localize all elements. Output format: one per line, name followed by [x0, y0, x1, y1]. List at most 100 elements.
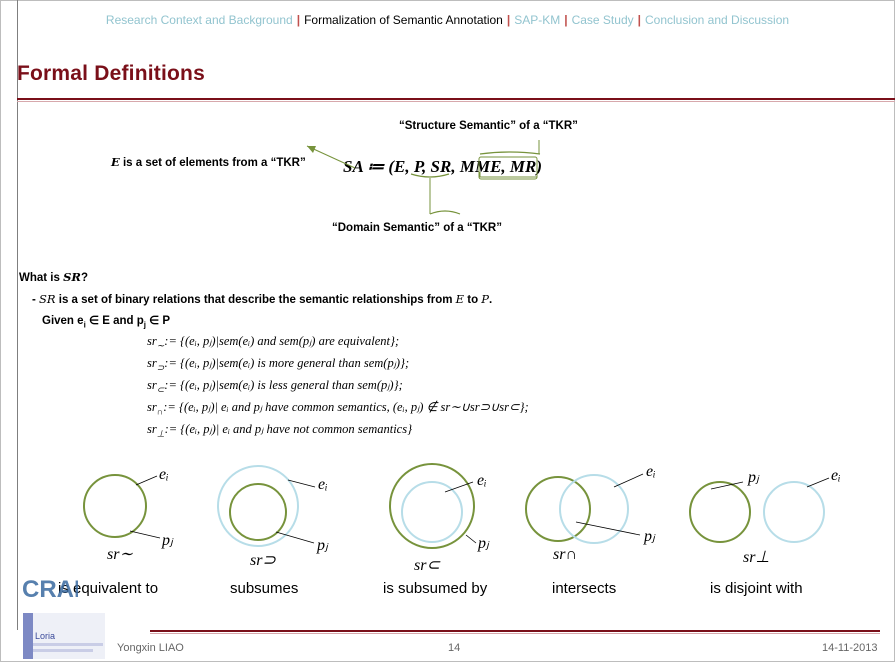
p-circle-disjoint: [763, 481, 825, 543]
e-note-var: E: [111, 155, 120, 169]
relation-less-general: sr⊂:= {(eᵢ, pⱼ)|sem(eᵢ) is less general …: [147, 377, 403, 396]
relation-intersects: sr∩:= {(eᵢ, pⱼ)| eᵢ and pⱼ have common s…: [147, 399, 529, 417]
relation-sub: ⊃: [156, 362, 165, 373]
p-var: P: [481, 292, 490, 306]
period: .: [489, 294, 493, 306]
relation-lhs: sr: [147, 422, 157, 436]
loria-logo: Loria: [23, 613, 105, 659]
title-rule: [17, 98, 895, 100]
question-suffix: ?: [80, 272, 88, 284]
given-mid: ∈ E and p: [85, 315, 144, 327]
e-note: E is a set of elements from a “TKR”: [111, 155, 306, 169]
sr-var: SR: [39, 292, 56, 306]
title-rule-shadow: [17, 101, 895, 102]
relation-sub: ∼: [156, 340, 165, 351]
e-circle-intersects: [525, 476, 591, 542]
relation-rhs: := {(eᵢ, pⱼ)| eᵢ and pⱼ have common sema…: [163, 400, 529, 414]
page-number: 14: [448, 642, 461, 654]
e-label-subsumed: eᵢ: [477, 472, 487, 489]
caption-subsumed: is subsumed by: [383, 580, 488, 597]
symbol-equivalent: sr∼: [107, 546, 133, 563]
question-heading: What is SR?: [19, 270, 88, 284]
p-pointer-equivalent: [129, 530, 161, 539]
e-note-text: is a set of elements from a “TKR”: [119, 157, 306, 169]
given-end: ∈ P: [145, 315, 171, 327]
relation-sub: ∩: [156, 406, 164, 417]
relation-rhs: := {(eᵢ, pⱼ)|sem(eᵢ) is more general tha…: [164, 356, 410, 370]
symbol-subsumes: sr⊃: [250, 552, 276, 569]
e-label-disjoint: eᵢ: [831, 467, 841, 484]
structure-semantic-label: “Structure Semantic” of a “TKR”: [399, 120, 578, 132]
relation-lhs: sr: [147, 356, 157, 370]
nav-item-formalization[interactable]: Formalization of Semantic Annotation: [304, 13, 503, 27]
structure-brace-top: [479, 151, 541, 155]
caption-subsumes: subsumes: [230, 580, 299, 597]
symbol-subsumed: sr⊂: [414, 557, 440, 574]
nav-separator: |: [506, 13, 511, 27]
p-label-disjoint: pⱼ: [748, 469, 759, 486]
nav-separator: |: [296, 13, 301, 27]
e-pointer-intersects: [613, 473, 644, 488]
relation-rhs: := {(eᵢ, pⱼ)|sem(eᵢ) and sem(pⱼ) are equ…: [164, 334, 400, 348]
footer-rule: [150, 630, 880, 632]
nav-item-conclusion[interactable]: Conclusion and Discussion: [644, 13, 790, 27]
to-text: to: [464, 294, 482, 306]
e-var: E: [455, 292, 465, 306]
page-title: Formal Definitions: [17, 62, 205, 85]
p-label-subsumed: pⱼ: [478, 535, 489, 552]
relation-sub: ⊂: [156, 384, 165, 395]
domain-brace: [410, 173, 450, 178]
cran-logo-text: CRAN: [22, 576, 78, 603]
e-pointer-subsumed: [444, 481, 474, 493]
sr-definition: - SR is a set of binary relations that d…: [32, 292, 492, 306]
p-pointer-subsumed: [465, 534, 477, 544]
p-pointer-intersects: [575, 521, 641, 536]
loria-logo-text: Loria: [35, 631, 56, 641]
question-prefix: What is: [19, 272, 64, 284]
structure-brace: [479, 172, 538, 178]
e-label-equivalent: eᵢ: [159, 466, 169, 483]
arrow-head: [307, 146, 316, 153]
sa-formula: SA ≔ (E, P, SR, MME, MR): [343, 157, 543, 176]
nav-separator: |: [637, 13, 641, 27]
p-circle-subsumes: [229, 483, 287, 541]
footer-author: Yongxin LIAO: [117, 642, 184, 654]
caption-intersects: intersects: [552, 580, 617, 597]
nav-separator: |: [564, 13, 568, 27]
relation-lhs: sr: [147, 334, 157, 348]
nav-item-sap-km[interactable]: SAP-KM: [514, 13, 561, 27]
nav-item-case-study[interactable]: Case Study: [571, 13, 634, 27]
e-pointer-equivalent: [135, 475, 158, 486]
left-rule: [17, 0, 18, 630]
caption-disjoint: is disjoint with: [710, 580, 803, 597]
cran-logo: CRAN: [22, 576, 78, 603]
caption-equivalent: is equivalent to: [58, 580, 159, 597]
e-pointer-line: [306, 145, 356, 169]
e-label-intersects: eᵢ: [646, 463, 656, 480]
relation-lhs: sr: [147, 400, 157, 414]
relation-equivalent: sr∼:= {(eᵢ, pⱼ)|sem(eᵢ) and sem(pⱼ) are …: [147, 333, 399, 352]
p-label-intersects: pⱼ: [644, 528, 655, 545]
p-pointer-subsumes: [275, 531, 315, 544]
section-nav: Research Context and Background|Formaliz…: [0, 13, 895, 27]
given-sub-j: j: [143, 320, 146, 330]
given-text: Given e: [42, 315, 84, 327]
symbol-disjoint: sr⊥: [743, 549, 770, 566]
e-label-subsumes: eᵢ: [318, 476, 328, 493]
relation-rhs: := {(eᵢ, pⱼ)| eᵢ and pⱼ have not common …: [164, 422, 413, 436]
e-pointer-subsumes: [287, 479, 316, 488]
p-label-subsumes: pⱼ: [317, 537, 328, 554]
p-circle-subsumed: [401, 481, 463, 543]
footer-date: 14-11-2013: [822, 642, 878, 654]
given-line: Given ei ∈ E and pj ∈ P: [42, 313, 170, 329]
question-var: SR: [63, 270, 81, 284]
relation-rhs: := {(eᵢ, pⱼ)|sem(eᵢ) is less general tha…: [164, 378, 403, 392]
relation-more-general: sr⊃:= {(eᵢ, pⱼ)|sem(eᵢ) is more general …: [147, 355, 409, 374]
nav-item-research-context[interactable]: Research Context and Background: [105, 13, 293, 27]
e-circle-equivalent: [83, 474, 147, 538]
relation-sub: ⊥: [156, 428, 165, 439]
p-pointer-disjoint: [710, 481, 744, 490]
structure-box: [478, 156, 538, 180]
footer-rule-shadow: [150, 633, 880, 634]
